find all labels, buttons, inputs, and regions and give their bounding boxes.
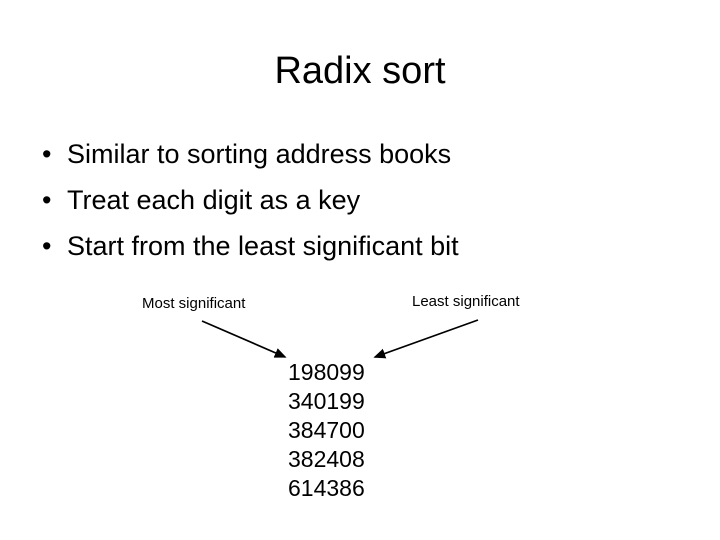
list-item: 614386	[288, 475, 365, 501]
bullet-point-icon: •	[42, 139, 52, 169]
bullet-point-icon: •	[42, 231, 52, 261]
bullet-point-icon: •	[42, 185, 52, 215]
arrow-most-significant	[201, 320, 287, 358]
list-item: • Treat each digit as a key	[40, 177, 640, 223]
list-item: 382408	[288, 446, 365, 472]
list-item: 198099	[288, 359, 365, 385]
annotation-label-most-significant: Most significant	[142, 295, 246, 312]
list-item-label: Similar to sorting address books	[67, 139, 452, 169]
arrow-least-significant	[373, 319, 479, 359]
annotation-label-least-significant: Least significant	[412, 293, 520, 310]
list-item-label: Start from the least significant bit	[67, 231, 459, 261]
list-item: • Start from the least significant bit	[40, 223, 640, 269]
list-item: • Similar to sorting address books	[40, 131, 640, 177]
list-item: 384700	[288, 417, 365, 443]
bullet-list: • Similar to sorting address books • Tre…	[40, 131, 640, 269]
page-title: Radix sort	[274, 50, 446, 92]
list-item: 340199	[288, 388, 365, 414]
list-item-label: Treat each digit as a key	[67, 185, 361, 215]
number-list: 198099 340199 384700 382408 614386	[288, 358, 365, 503]
